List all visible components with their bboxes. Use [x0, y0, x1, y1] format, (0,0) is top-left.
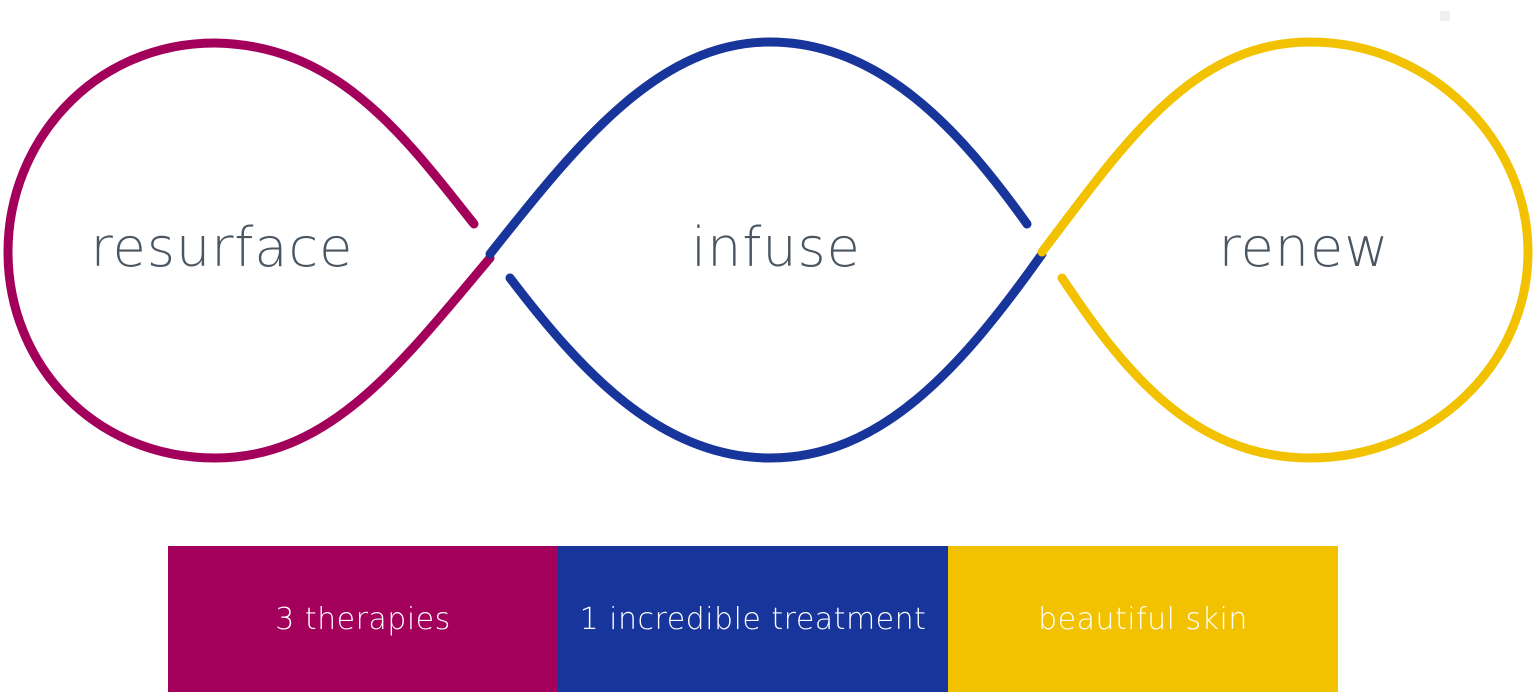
bar-label-therapies: 3 therapies [275, 601, 451, 637]
loop-label-resurface: resurface [90, 216, 354, 279]
bar-label-treatment: 1 incredible treatment [579, 601, 927, 637]
loop-label-infuse: infuse [691, 216, 861, 279]
corner-mark [1440, 11, 1450, 21]
loop-infuse-stroke-top [485, 37, 1032, 259]
bar-label-skin: beautiful skin [1038, 601, 1248, 637]
bar-segment-skin: beautiful skin [948, 546, 1338, 692]
loop-resurface-stroke [3, 38, 495, 463]
loop-label-renew: renew [1218, 216, 1390, 279]
bar-segment-treatment: 1 incredible treatment [558, 546, 948, 692]
summary-bar: 3 therapies 1 incredible treatment beaut… [168, 546, 1338, 692]
bar-segment-therapies: 3 therapies [168, 546, 558, 692]
loop-infuse-stroke-bottom [505, 249, 1047, 463]
loop-renew-stroke [1037, 37, 1533, 463]
